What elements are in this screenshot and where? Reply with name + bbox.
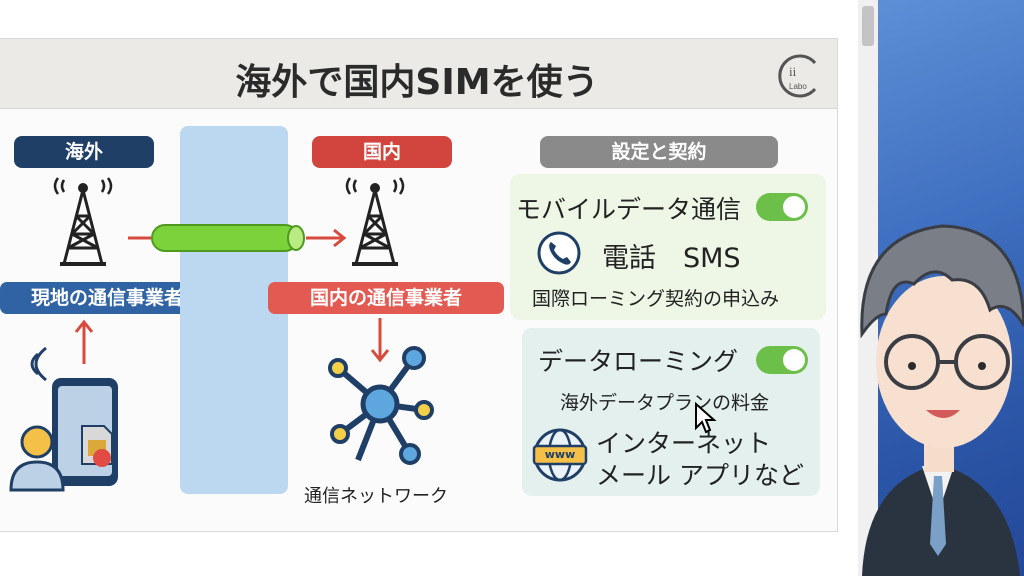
logo-text-bottom: Labo — [789, 82, 807, 91]
network-hub-icon — [328, 346, 434, 465]
domestic-carrier-label: 国内の通信事業者 — [268, 282, 504, 314]
domestic-header: 国内 — [312, 136, 452, 168]
network-label: 通信ネットワーク — [304, 486, 448, 507]
data-roaming-toggle[interactable] — [756, 346, 808, 374]
globe-www-icon — [532, 428, 588, 482]
arrow-up-icon — [74, 319, 94, 364]
mobile-data-toggle[interactable] — [756, 193, 808, 221]
logo-text-top: ii — [789, 64, 797, 79]
signal-waves-icon — [30, 346, 47, 382]
roaming-contract-text: 国際ローミング契約の申込み — [532, 288, 780, 310]
services-text: 電話 SMS — [602, 243, 741, 274]
scrollbar-thumb[interactable] — [862, 6, 874, 46]
person-icon — [9, 425, 65, 492]
data-roaming-label: データローミング — [538, 347, 739, 376]
overseas-header: 海外 — [14, 136, 154, 168]
telephone-icon — [537, 231, 581, 275]
arrow-right-icon — [306, 228, 347, 248]
www-text: www — [544, 448, 576, 461]
data-pipe-icon — [151, 224, 305, 252]
mouth — [926, 410, 960, 418]
uses-line2: メール アプリなど — [596, 461, 804, 490]
hair — [860, 224, 1024, 339]
sim-card-icon — [81, 425, 113, 467]
tie — [930, 476, 946, 556]
slide-title-bar: 海外で国内SIMを使う ii Labo — [0, 39, 837, 109]
tower-icon — [53, 177, 113, 266]
uses-line1: インターネット — [596, 429, 772, 458]
logo-icon: ii Labo — [778, 54, 817, 98]
tower-icon — [345, 177, 405, 266]
mobile-data-label: モバイルデータ通信 — [516, 195, 742, 224]
settings-header: 設定と契約 — [540, 136, 778, 168]
local-carrier-label: 現地の通信事業者 — [0, 282, 214, 314]
presenter-avatar — [860, 224, 1024, 576]
slide-title: 海外で国内SIMを使う — [235, 62, 599, 103]
data-plan-text: 海外データプランの料金 — [560, 392, 770, 414]
arrow-down-icon — [370, 318, 390, 363]
mouse-cursor-icon — [695, 401, 717, 434]
